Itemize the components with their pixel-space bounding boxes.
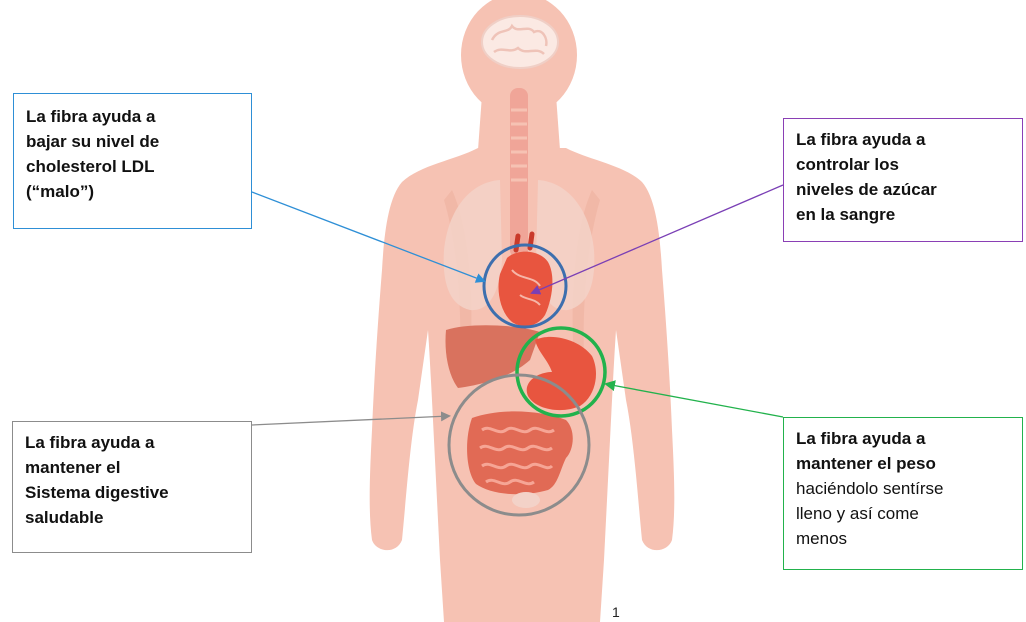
callout-line: niveles de azúcar bbox=[796, 177, 1010, 202]
callout-line: mantener el bbox=[25, 455, 239, 480]
callout-line: La fibra ayuda a bbox=[796, 426, 1010, 451]
digestive-callout: La fibra ayuda a mantener el Sistema dig… bbox=[12, 421, 252, 553]
page-number: 1 bbox=[612, 604, 620, 620]
callout-line: mantener el peso bbox=[796, 451, 1010, 476]
blood-sugar-callout: La fibra ayuda a controlar los niveles d… bbox=[783, 118, 1023, 242]
callout-line: cholesterol LDL bbox=[26, 154, 239, 179]
trachea-illustration bbox=[510, 88, 528, 258]
callout-line: bajar su nivel de bbox=[26, 129, 239, 154]
cholesterol-callout: La fibra ayuda a bajar su nivel de chole… bbox=[13, 93, 252, 229]
callout-line: saludable bbox=[25, 505, 239, 530]
callout-line: La fibra ayuda a bbox=[26, 104, 239, 129]
callout-line: (“malo”) bbox=[26, 179, 239, 204]
brain-illustration bbox=[482, 16, 558, 68]
callout-line: lleno y así come bbox=[796, 501, 1010, 526]
digestive-arrow bbox=[252, 416, 449, 425]
callout-line: Sistema digestive bbox=[25, 480, 239, 505]
callout-line: haciéndolo sentírse bbox=[796, 476, 1010, 501]
callout-line: en la sangre bbox=[796, 202, 1010, 227]
callout-line: La fibra ayuda a bbox=[25, 430, 239, 455]
weight-callout: La fibra ayuda a mantener el peso hacién… bbox=[783, 417, 1023, 570]
callout-line: controlar los bbox=[796, 152, 1010, 177]
callout-line: menos bbox=[796, 526, 1010, 551]
callout-line: La fibra ayuda a bbox=[796, 127, 1010, 152]
